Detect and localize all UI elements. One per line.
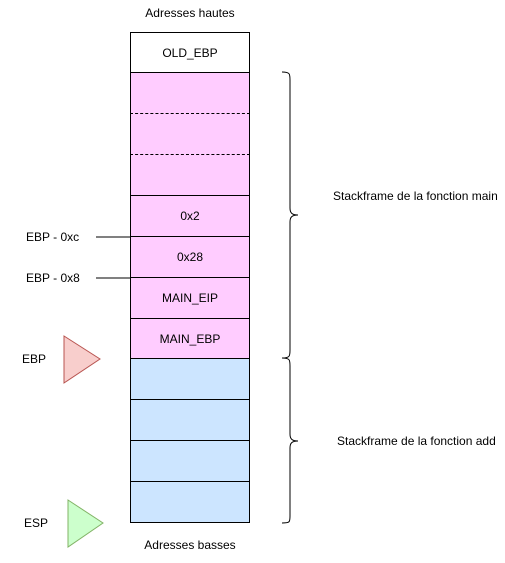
stack-cell-main-1 — [130, 72, 250, 114]
stack-cell-0x28: 0x28 — [130, 236, 250, 278]
cell-label: MAIN_EIP — [161, 291, 218, 305]
add-frame-label: Stackframe de la fonction add — [337, 434, 496, 448]
stack-cell-add-3 — [130, 440, 250, 482]
bottom-address-label: Adresses basses — [144, 538, 236, 552]
esp-label: ESP — [24, 516, 49, 530]
esp-pointer-icon — [67, 499, 104, 548]
main-frame-label: Stackframe de la fonction main — [333, 189, 498, 203]
stack-cell-old-ebp: OLD_EBP — [130, 32, 250, 73]
ebp-minus-8-label: EBP - 0x8 — [26, 271, 80, 285]
cell-label: 0x2 — [180, 209, 200, 223]
ebp-minus-c-label: EBP - 0xc — [26, 230, 80, 244]
stack-cell-add-1 — [130, 358, 250, 400]
cell-label: 0x28 — [176, 250, 204, 264]
stack-cell-main-eip: MAIN_EIP — [130, 277, 250, 319]
ebp-label: EBP — [22, 352, 47, 366]
add-frame-brace — [281, 357, 299, 524]
ebp-pointer-icon — [63, 335, 101, 384]
main-frame-brace — [281, 71, 299, 359]
stack-cell-main-ebp: MAIN_EBP — [130, 318, 250, 359]
cell-label: MAIN_EBP — [159, 331, 221, 346]
stack-cell-add-2 — [130, 399, 250, 441]
cell-label: OLD_EBP — [162, 45, 218, 60]
memory-stack: OLD_EBP 0x2 0x28 MAIN_EIP MAIN_EBP — [130, 32, 250, 523]
stack-cell-add-4 — [130, 481, 250, 523]
top-address-label: Adresses hautes — [145, 6, 235, 20]
